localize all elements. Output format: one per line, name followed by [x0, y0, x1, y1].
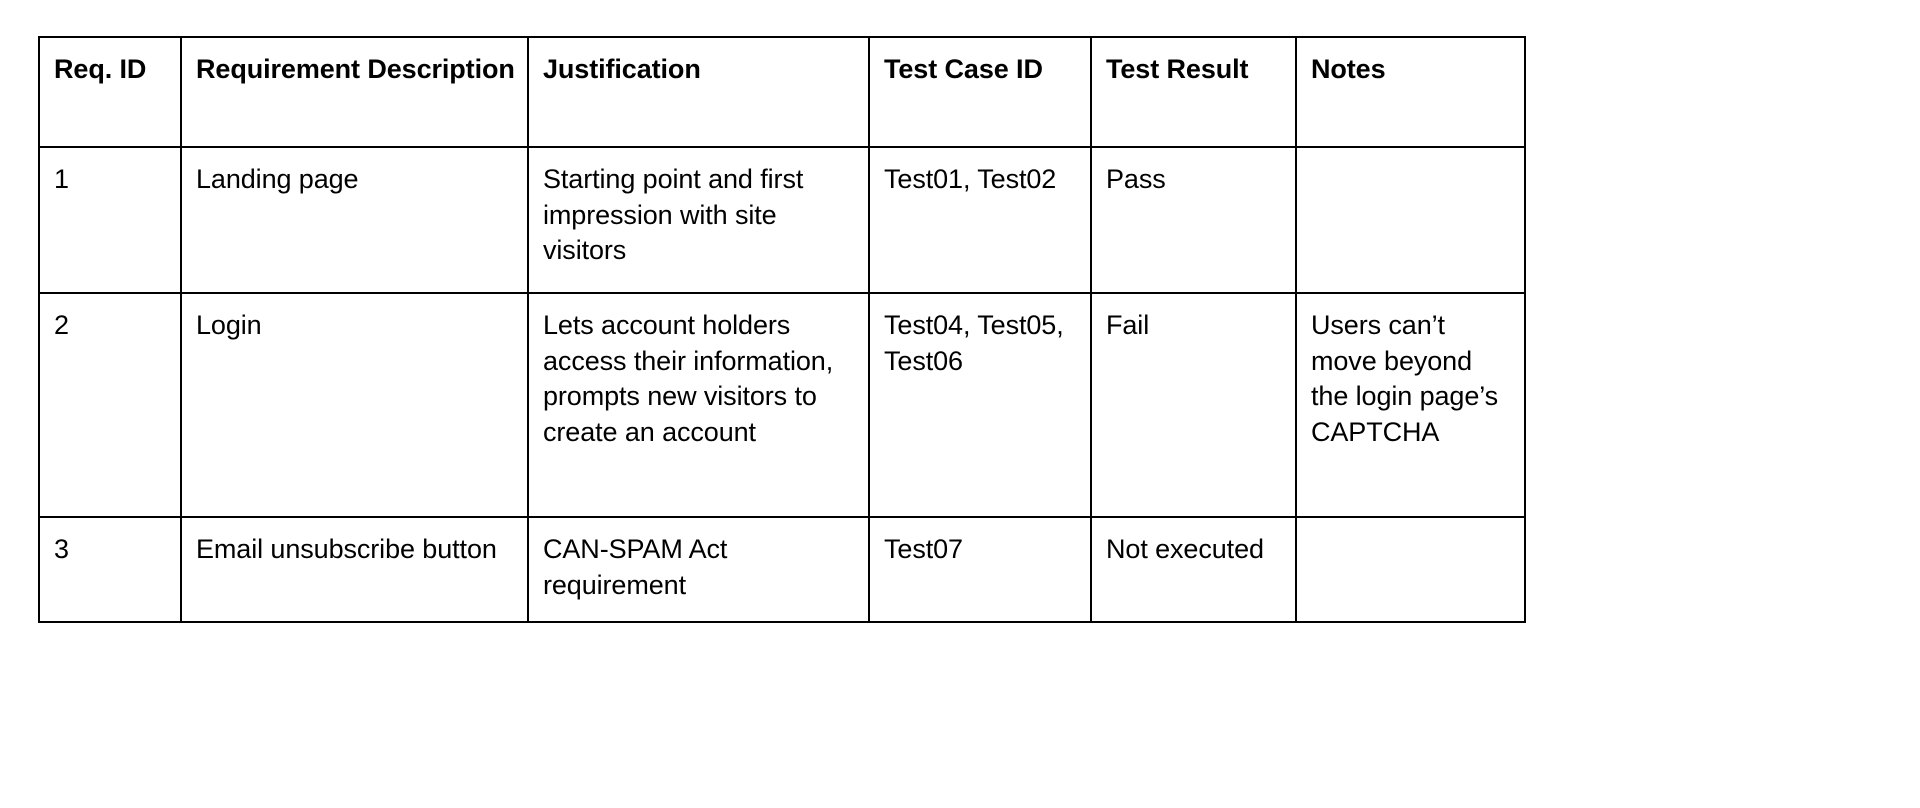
- cell-notes: [1295, 515, 1526, 624]
- table-container: Req. ID Requirement Description Justific…: [38, 36, 1526, 624]
- cell-justification: CAN-SPAM Act requirement: [527, 515, 870, 624]
- column-header-requirement-description: Requirement Description: [180, 36, 529, 148]
- cell-req-id: 2: [38, 292, 182, 518]
- table-header: Req. ID Requirement Description Justific…: [38, 36, 1526, 148]
- table-row: 1 Landing page Starting point and first …: [38, 146, 1526, 294]
- cell-description: Email unsubscribe button: [180, 515, 529, 624]
- cell-req-id: 3: [38, 515, 182, 624]
- cell-notes: [1295, 146, 1526, 294]
- cell-req-id: 1: [38, 146, 182, 294]
- cell-notes: Users can’t move beyond the login page’s…: [1295, 292, 1526, 518]
- cell-test-case-id: Test04, Test05, Test06: [868, 292, 1092, 518]
- table-row: 2 Login Lets account holders access thei…: [38, 292, 1526, 518]
- requirements-traceability-table: Req. ID Requirement Description Justific…: [38, 36, 1526, 624]
- column-header-test-case-id: Test Case ID: [868, 36, 1092, 148]
- column-header-req-id: Req. ID: [38, 36, 182, 148]
- cell-justification: Starting point and first impression with…: [527, 146, 870, 294]
- cell-test-result: Fail: [1090, 292, 1297, 518]
- cell-description: Landing page: [180, 146, 529, 294]
- column-header-notes: Notes: [1295, 36, 1526, 148]
- cell-test-case-id: Test01, Test02: [868, 146, 1092, 294]
- column-header-justification: Justification: [527, 36, 870, 148]
- column-header-test-result: Test Result: [1090, 36, 1297, 148]
- cell-test-case-id: Test07: [868, 515, 1092, 624]
- table-body: 1 Landing page Starting point and first …: [38, 146, 1526, 624]
- cell-description: Login: [180, 292, 529, 518]
- table-header-row: Req. ID Requirement Description Justific…: [38, 36, 1526, 148]
- cell-test-result: Not executed: [1090, 515, 1297, 624]
- table-row: 3 Email unsubscribe button CAN-SPAM Act …: [38, 515, 1526, 624]
- cell-test-result: Pass: [1090, 146, 1297, 294]
- cell-justification: Lets account holders access their inform…: [527, 292, 870, 518]
